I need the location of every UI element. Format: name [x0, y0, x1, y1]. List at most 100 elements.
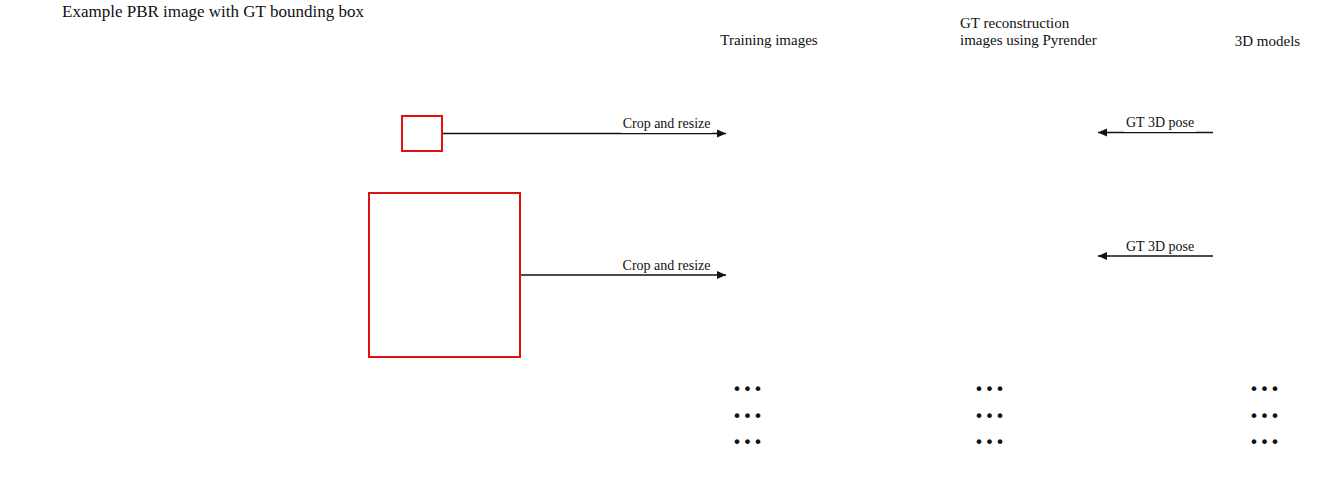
illustration-part — [732, 222, 802, 240]
illustration-part — [110, 27, 210, 85]
column-heading: Example PBR image with GT bounding box — [62, 2, 364, 22]
lamp — [420, 65, 530, 186]
small-bottle — [275, 285, 332, 402]
illustration-part — [8, 114, 90, 186]
edge-label: GT 3D pose — [1124, 239, 1196, 255]
column-heading: 3D models — [1235, 33, 1300, 50]
label-holder: ••• — [1249, 381, 1280, 399]
image-panel — [962, 206, 1097, 341]
render-thumb-blue — [962, 206, 1097, 341]
label-holder: ••• — [974, 381, 1005, 399]
label-holder: Crop and resize — [621, 114, 713, 132]
illustration-part — [730, 222, 810, 341]
illustration-part — [436, 271, 454, 289]
camera — [245, 244, 358, 335]
label-holder: ••• — [974, 434, 1005, 452]
image-panel — [727, 206, 811, 341]
illustration-part — [535, 30, 621, 90]
illustration-part — [1031, 240, 1038, 282]
illustration-part — [340, 350, 480, 468]
arrow-connector — [443, 133, 726, 135]
illustration-part — [1290, 250, 1305, 262]
image-panel: Example PBR image with GT bounding box — [8, 27, 621, 479]
illustration-part — [560, 205, 610, 231]
illustration-part — [398, 440, 522, 479]
white-jug — [125, 400, 270, 479]
ellipsis-dots: ••• — [1249, 381, 1280, 399]
label-holder: Crop and resize — [621, 256, 713, 274]
illustration-part — [750, 268, 798, 316]
illustration-part — [729, 72, 809, 188]
illustration-part — [1005, 256, 1065, 316]
illustration-part — [729, 112, 809, 188]
illustration-part — [506, 362, 621, 478]
ellipsis-dots: ••• — [732, 408, 763, 426]
illustration-part — [962, 206, 1097, 341]
illustration-part — [30, 440, 150, 479]
illustration-part — [180, 375, 320, 465]
illustration-part — [727, 206, 811, 341]
illustration-part — [556, 105, 596, 153]
ellipsis-dots: ••• — [1249, 408, 1280, 426]
model-thumb-red — [1213, 75, 1322, 190]
illustration-part — [407, 242, 483, 318]
illustration-part — [8, 27, 621, 479]
training-thumb-blue — [727, 206, 811, 341]
illustration-part — [282, 330, 326, 360]
illustration-part — [984, 60, 1052, 140]
illustration-part — [1040, 90, 1060, 185]
illustration-part — [730, 305, 810, 341]
illustration-part — [482, 128, 518, 176]
illustration-part — [562, 112, 590, 124]
illustration-part — [1236, 265, 1288, 285]
label-holder: ••• — [732, 381, 763, 399]
detergent-bottle — [530, 155, 621, 345]
illustration-part — [972, 124, 1088, 192]
small-box — [556, 105, 596, 153]
watering-can — [125, 200, 305, 400]
red-figure — [406, 115, 434, 151]
illustration-part — [548, 190, 621, 270]
blue-machine — [375, 205, 505, 355]
column-heading: GT reconstruction images using Pyrender — [960, 15, 1112, 50]
illustration-part — [15, 210, 125, 290]
illustration-part — [125, 265, 255, 400]
illustration-part — [733, 236, 747, 316]
pbr-photo — [8, 27, 621, 479]
label-holder: ••• — [974, 408, 1005, 426]
illustration-part — [982, 240, 1000, 320]
illustration-part — [1028, 279, 1042, 293]
drill — [440, 27, 600, 95]
illustration-part — [125, 400, 270, 479]
illustration-part — [398, 414, 522, 466]
illustration-part — [1240, 240, 1290, 250]
image-panel — [1213, 206, 1322, 306]
illustration-part — [222, 28, 318, 88]
illustration-part — [413, 115, 429, 133]
illustration-part — [1232, 125, 1304, 185]
illustration-part — [317, 257, 347, 287]
arrow-connector — [1098, 132, 1213, 134]
illustration-part — [1249, 249, 1275, 275]
illustration-part — [530, 155, 621, 345]
illustration-part — [1213, 75, 1322, 190]
illustration-part — [230, 114, 340, 186]
edge-label: Crop and resize — [621, 258, 713, 274]
floor-pattern — [8, 27, 621, 479]
label-holder: ••• — [732, 434, 763, 452]
ellipsis-dots: ••• — [974, 408, 1005, 426]
edge-label: Crop and resize — [621, 116, 713, 132]
illustration-part — [375, 285, 505, 355]
blue-box — [340, 350, 480, 468]
label-holder: ••• — [1249, 408, 1280, 426]
navy-pot — [398, 414, 522, 479]
illustration-part — [250, 250, 305, 320]
illustration-part — [535, 383, 621, 467]
bounding-box — [401, 115, 443, 152]
illustration-part — [980, 222, 1080, 244]
illustration-part — [385, 205, 495, 233]
illustration-part — [8, 30, 103, 90]
illustration-part — [388, 225, 410, 320]
illustration-part — [440, 27, 515, 85]
